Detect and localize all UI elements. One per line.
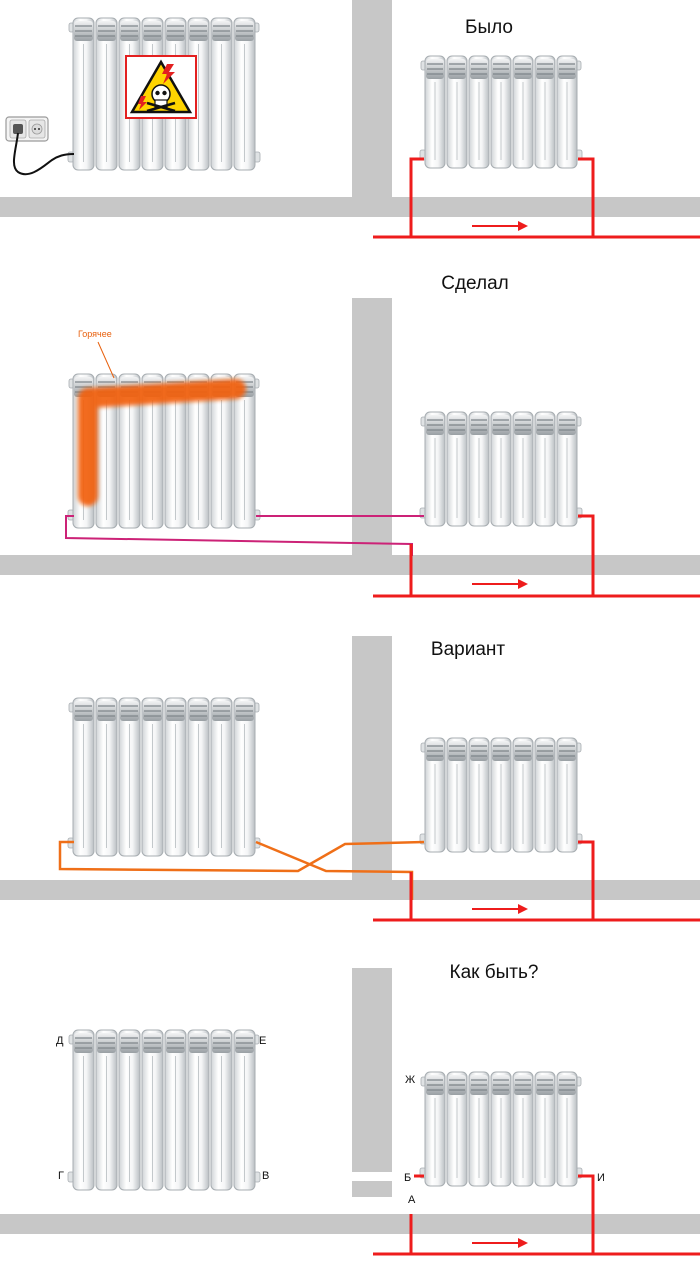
radiator-section [446, 411, 468, 527]
hot-zone-overlay [78, 379, 246, 506]
floor-slab [0, 197, 700, 217]
radiator-section [187, 1029, 210, 1191]
radiator-section [95, 697, 118, 857]
radiator-section [468, 411, 490, 527]
radiator-section [210, 17, 233, 171]
radiator-section [164, 1029, 187, 1191]
radiator-section [468, 1071, 490, 1187]
radiator-section [534, 55, 556, 169]
supply-pipe [373, 1174, 700, 1256]
radiator-section [72, 17, 95, 171]
hot-label-leader [97, 341, 115, 379]
point-label-v: В [262, 1170, 269, 1182]
panel-1: Было [0, 0, 700, 239]
panel-title: Как быть? [450, 962, 539, 983]
floor-slab [0, 555, 700, 575]
radiator-section [424, 737, 446, 853]
radiator-right [419, 737, 583, 853]
point-label-d: Д [56, 1035, 64, 1047]
skull-high-voltage-warning-icon [125, 55, 197, 119]
radiator-section [210, 697, 233, 857]
radiator-section [141, 1029, 164, 1191]
panel-3: Вариант [0, 636, 700, 922]
point-label-i: И [597, 1172, 605, 1184]
radiator-right [419, 411, 583, 527]
radiator-section [141, 697, 164, 857]
radiator-section [233, 1029, 256, 1191]
radiator-section [72, 1029, 95, 1191]
panel-title: Вариант [431, 639, 505, 660]
radiator-right [419, 1071, 583, 1187]
radiator-section [446, 55, 468, 169]
radiator-section [164, 697, 187, 857]
radiator-section [210, 1029, 233, 1191]
radiator-section [512, 737, 534, 853]
radiator-section [534, 1071, 556, 1187]
radiator-section [490, 411, 512, 527]
wall-vertical [352, 636, 392, 882]
radiator-section [556, 1071, 578, 1187]
radiator-section [446, 737, 468, 853]
radiator-section [446, 1071, 468, 1187]
radiator-section [424, 55, 446, 169]
radiator-section [490, 737, 512, 853]
radiator-right [419, 55, 583, 169]
radiator-section [490, 55, 512, 169]
radiator-section [468, 55, 490, 169]
supply-pipe [373, 157, 700, 239]
radiator-section [233, 697, 256, 857]
radiator-left [67, 1029, 261, 1191]
radiator-section [534, 737, 556, 853]
radiator-section [556, 411, 578, 527]
radiator-section [118, 1029, 141, 1191]
wall-vertical [352, 968, 392, 1172]
point-label-a: А [408, 1194, 416, 1206]
radiator-section [424, 411, 446, 527]
radiator-section [424, 1071, 446, 1187]
point-label-b: Б [404, 1172, 411, 1184]
supply-pipe [373, 514, 700, 598]
panel-title: Сделал [441, 273, 508, 294]
radiator-section [95, 17, 118, 171]
power-socket-icon [5, 116, 75, 176]
wall-vertical [352, 0, 392, 198]
radiator-section [556, 737, 578, 853]
panel-2: Горячее Сделал [0, 273, 700, 598]
supply-pipe [373, 840, 700, 922]
radiator-section [512, 411, 534, 527]
point-label-e: Е [259, 1035, 266, 1047]
radiator-section [233, 17, 256, 171]
panel-title: Было [465, 17, 513, 38]
floor-slab [0, 1214, 700, 1234]
radiator-section [534, 411, 556, 527]
radiator-left [67, 697, 261, 857]
point-label-g: Г [58, 1170, 64, 1182]
radiator-section [490, 1071, 512, 1187]
radiator-section [512, 1071, 534, 1187]
radiator-section [468, 737, 490, 853]
point-label-zh: Ж [405, 1074, 415, 1086]
radiator-section [512, 55, 534, 169]
radiator-section [95, 1029, 118, 1191]
floor-slab [0, 880, 700, 900]
radiator-section [118, 697, 141, 857]
radiator-section [187, 697, 210, 857]
panel-4: Д Е Г В Ж Б И А Как быть? [0, 962, 700, 1256]
hot-label: Горячее [78, 329, 112, 339]
wall-vertical-segment [352, 1181, 392, 1197]
wall-vertical [352, 298, 392, 556]
radiator-section [556, 55, 578, 169]
radiator-section [72, 697, 95, 857]
